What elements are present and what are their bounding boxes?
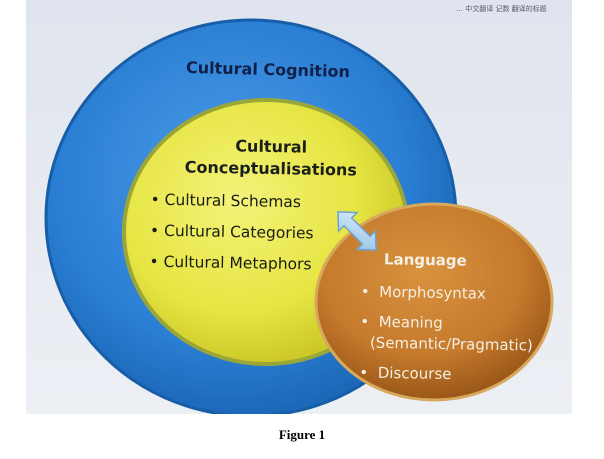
figure-caption: Figure 1 <box>278 427 326 442</box>
item-text: Discourse <box>377 363 452 384</box>
list-item: Discourse <box>359 362 532 386</box>
language-list: Morphosyntax Meaning (Semantic/Pragmatic… <box>359 281 534 395</box>
list-item: Meaning (Semantic/Pragmatic) <box>360 311 534 356</box>
cc-title-line2: Conceptualisations <box>184 157 358 180</box>
cultural-conceptualisations-title: Cultural Conceptualisations <box>166 134 377 182</box>
list-item: Cultural Metaphors <box>149 247 313 281</box>
list-item: Cultural Schemas <box>150 185 314 219</box>
top-right-overlay-text: … 中文翻译 记数 翻译的标题 <box>456 5 547 13</box>
item-text: Meaning <box>378 312 443 332</box>
list-item: Cultural Categories <box>150 216 314 250</box>
list-item: Morphosyntax <box>361 281 534 305</box>
item-subtext: (Semantic/Pragmatic) <box>369 333 533 355</box>
double-arrow-icon <box>337 211 377 251</box>
item-text: Morphosyntax <box>379 282 486 303</box>
diagram-photo: Cultural Cognition Cultural Conceptualis… <box>26 0 572 414</box>
cultural-conceptualisations-list: Cultural Schemas Cultural Categories Cul… <box>149 185 314 281</box>
language-title: Language <box>383 250 467 270</box>
